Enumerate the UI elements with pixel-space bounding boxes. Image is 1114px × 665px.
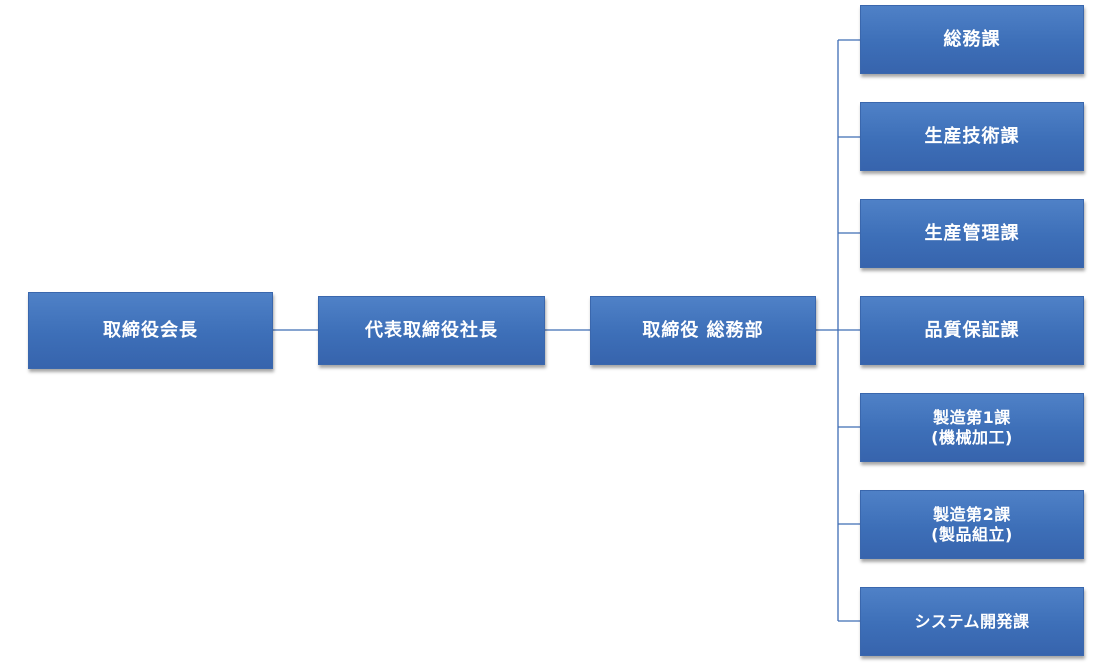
node-quality-assurance: 品質保証課 — [860, 296, 1084, 365]
node-production-engineering: 生産技術課 — [860, 102, 1084, 171]
node-system-development-label: システム開発課 — [914, 611, 1030, 631]
node-general-affairs: 総務課 — [860, 5, 1084, 74]
node-quality-assurance-label: 品質保証課 — [924, 319, 1020, 341]
node-manufacturing-1-sublabel: (機械加工) — [931, 427, 1013, 447]
node-director-label: 取締役 総務部 — [642, 319, 764, 341]
node-manufacturing-2-label: 製造第2課 — [933, 504, 1011, 524]
node-system-development: システム開発課 — [860, 587, 1084, 656]
node-production-engineering-label: 生産技術課 — [924, 125, 1020, 147]
node-production-control: 生産管理課 — [860, 199, 1084, 268]
node-manufacturing-2: 製造第2課 (製品組立) — [860, 490, 1084, 559]
node-general-affairs-label: 総務課 — [943, 28, 1001, 50]
node-president: 代表取締役社長 — [318, 296, 545, 365]
node-manufacturing-1-label: 製造第1課 — [933, 407, 1011, 427]
node-manufacturing-1: 製造第1課 (機械加工) — [860, 393, 1084, 462]
node-chairman-label: 取締役会長 — [103, 319, 198, 341]
node-manufacturing-2-sublabel: (製品組立) — [931, 524, 1013, 544]
node-production-control-label: 生産管理課 — [924, 222, 1020, 244]
node-chairman: 取締役会長 — [28, 292, 273, 369]
node-president-label: 代表取締役社長 — [365, 319, 498, 341]
node-director: 取締役 総務部 — [590, 296, 816, 365]
